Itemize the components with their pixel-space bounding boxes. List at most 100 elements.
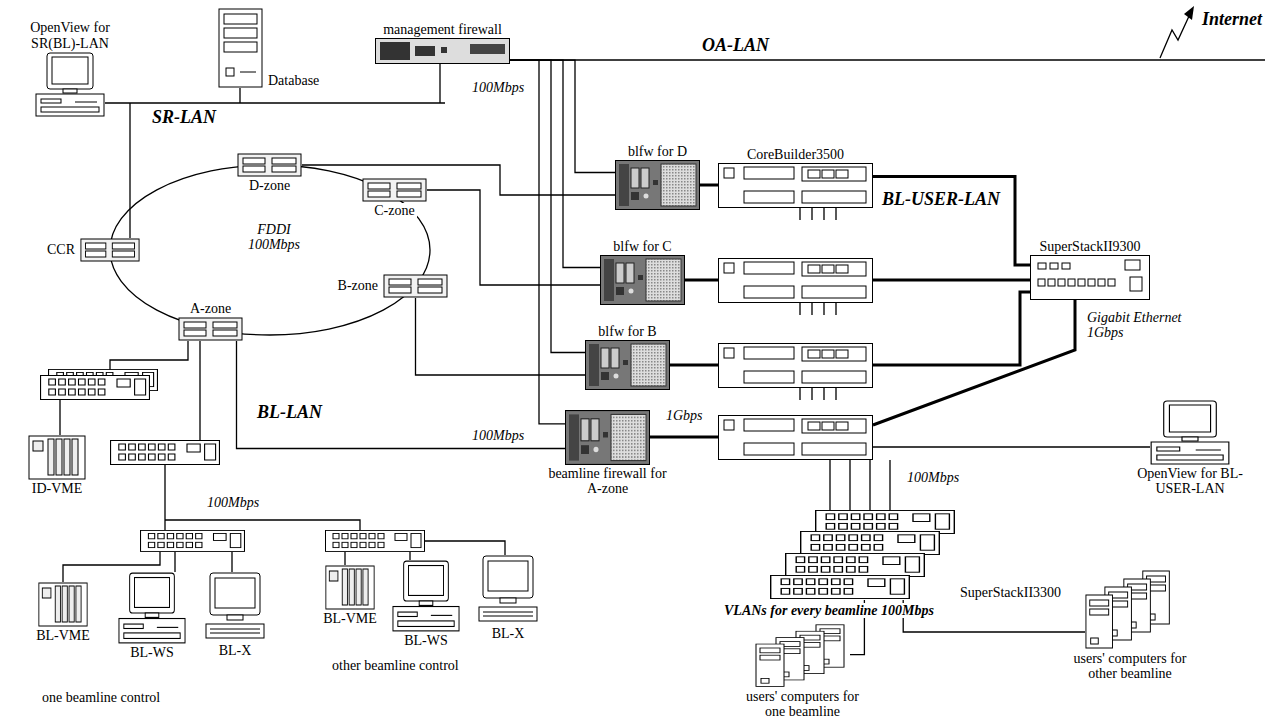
drawing-part [393,561,459,631]
network-device: A-zone [178,301,243,341]
diagram-label: Internet [1200,10,1264,30]
device-icon [1030,255,1150,300]
device-icon [178,317,243,341]
device-label: C-zone [372,203,416,218]
device-label: blfw for B [596,324,658,339]
network-device: CCR [45,238,140,262]
network-device: management firewall [375,22,510,64]
lan-wiring [60,14,1265,582]
network-device: C-zone [362,178,427,218]
device-icon [585,340,670,390]
device-icon [28,435,86,480]
device-icon [1085,570,1175,650]
hub [141,530,245,551]
device-icon [770,510,955,600]
device-label: OpenView for BL-USER-LAN [1128,466,1252,497]
drawing-part [756,625,844,687]
diagram-label: VLANs for every beamline 100Mbps [722,603,936,618]
network-link [416,298,586,375]
drawing-part [326,566,374,609]
device-icon [38,582,88,627]
diagram-label: BL-LAN [255,403,324,423]
hub [326,530,425,551]
device-label: blfw for C [611,239,673,254]
device-label: users' computers for other beamline [1063,651,1197,682]
device-icon [375,38,510,64]
drawing-part [479,556,537,621]
corebuilder-switch [719,259,873,303]
drawing-part [586,341,670,390]
diagram-label: 100Mbps [470,80,526,95]
device-icon [80,238,140,262]
network-device: Database [218,8,321,88]
network-device: B-zone [336,274,448,298]
gigabit-links [650,280,1075,437]
drawing-part [376,39,510,64]
device-icon [615,160,700,210]
drawing-part [830,460,890,510]
diagram-label: FDDI 100Mbps [232,222,316,253]
network-device: BL-VME [321,565,379,626]
device-icon [118,572,186,644]
drawing-part [36,53,104,116]
drawing-part [873,446,1150,447]
device-label: D-zone [247,178,292,193]
hub [111,441,220,465]
drawing-part [566,411,650,465]
diagram-label: 1Gbps [664,408,705,423]
device-label: A-zone [188,301,233,316]
device-label: BL-VME [321,611,379,626]
hub [41,376,150,400]
drawing-part [81,239,139,261]
diagram-label: 100Mbps [205,495,261,510]
device-icon [392,560,460,632]
drawing-part [206,573,264,638]
network-link [873,177,1030,265]
drawing-part [363,179,426,201]
device-label: BL-WS [128,645,176,660]
drawing-part [219,9,262,87]
device-icon [35,52,105,117]
network-device: users' computers for one beamline [733,624,872,720]
device-icon [755,624,850,688]
drawing-part [1151,401,1229,464]
network-device: BL-X [205,572,265,658]
network-device: D-zone [237,153,302,193]
device-label: CCR [45,242,77,257]
device-label: BL-X [490,626,527,641]
network-device: blfw for C [600,239,685,305]
device-icon [362,178,427,202]
device-icon [478,555,538,625]
network-device: SuperStackII9300 [1030,239,1150,300]
drawing-part [179,318,242,340]
drawing-part [110,165,430,335]
drawing-part [719,164,873,208]
network-link [700,184,718,187]
drawing-part [238,154,301,176]
device-icon [237,153,302,177]
diagram-label: Gigabit Ethernet 1Gbps [1085,310,1214,341]
network-device: blfw for D [615,144,700,210]
drawing-part [771,510,955,598]
drawing-part [616,161,700,210]
device-label: CoreBuilder3500 [745,147,846,162]
device-label: management firewall [381,22,504,37]
drawing-part [1086,571,1169,648]
drawing-part [29,436,85,479]
network-device: BL-VME [34,582,92,643]
diagram-label: BL-USER-LAN [880,190,1002,210]
network-link [510,60,585,352]
diagram-label: OA-LAN [700,36,771,56]
drawing-part [873,300,1075,425]
internet-arrowhead [1184,6,1194,20]
device-label: users' computers for one beamline [733,689,872,720]
corebuilder-switch [719,416,873,460]
device-label: Database [266,73,321,88]
network-device: ID-VME [28,435,86,496]
device-icon [565,410,650,465]
device-label: B-zone [336,278,380,293]
device-icon [218,8,263,88]
network-device: beamline firewall for A-zone [546,410,670,497]
drawing-part [119,573,185,643]
drawing-part [384,275,447,297]
